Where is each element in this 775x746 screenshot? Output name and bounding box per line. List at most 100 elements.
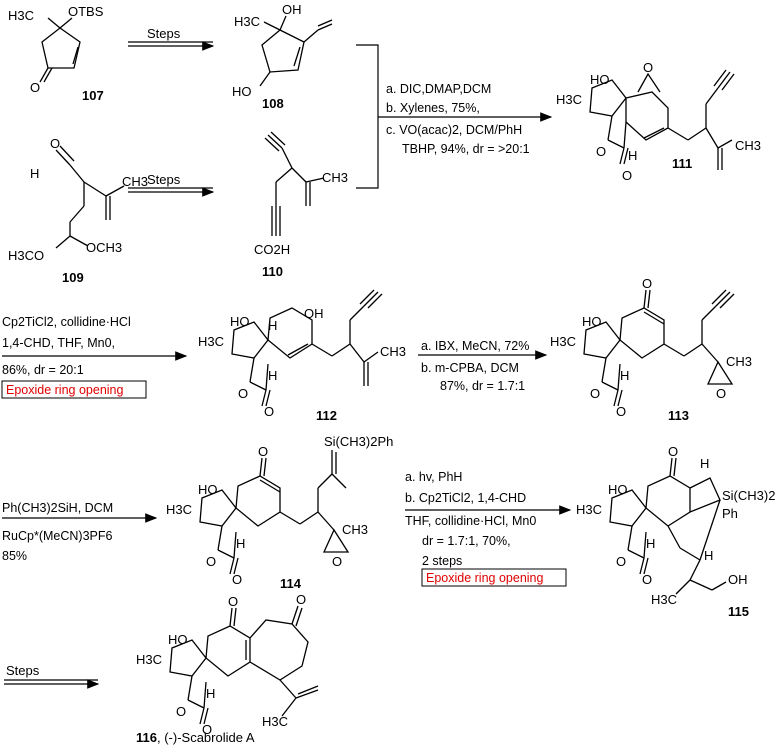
- silyl-label: Si(CH3)2: [722, 488, 775, 503]
- compound-number-107: 107: [82, 88, 104, 103]
- compound-number-108: 108: [262, 96, 284, 111]
- methyl-label-2: H3C: [651, 592, 677, 607]
- condition-line-5: 2 steps: [422, 554, 462, 568]
- methyl-label: H3C: [234, 14, 260, 29]
- silyl-label: Si(CH3)2Ph: [324, 434, 393, 449]
- lactone-oxygen-label: O: [176, 704, 186, 719]
- hydroxyl-label-2: OH: [304, 306, 324, 321]
- ketone-oxygen-label: O: [30, 80, 40, 95]
- condition-line-2: b. m-CPBA, DCM: [421, 361, 519, 375]
- condition-line-3: 85%: [2, 549, 27, 563]
- hydrogen-label-3: H: [704, 548, 713, 563]
- compound-number-113: 113: [668, 408, 689, 423]
- methyl-label: H3C: [8, 8, 34, 23]
- arrow-conditions-5: a. IBX, MeCN, 72% b. m-CPBA, DCM 87%, dr…: [418, 339, 548, 393]
- condition-line-3: 87%, dr = 1.7:1: [440, 379, 525, 393]
- condition-line-2: b. Xylenes, 75%,: [386, 101, 480, 115]
- arrow-label-steps-2: Steps: [147, 172, 181, 187]
- compound-109: O H CH3 H3CO OCH3 109: [8, 136, 148, 285]
- condition-line-2: b. Cp2TiCl2, 1,4-CHD: [405, 491, 526, 505]
- lactone-oxygen-label: O: [590, 386, 600, 401]
- methyl-label: H3C: [166, 502, 192, 517]
- condition-line-3: 86%, dr = 20:1: [2, 363, 84, 377]
- compound-113: HO H3C O H O O CH3 O 113: [550, 276, 752, 423]
- epoxide-oxygen-label: O: [643, 60, 653, 75]
- condition-line-2: 1,4-CHD, THF, Mn0,: [2, 336, 115, 350]
- arrow-label-steps-1: Steps: [147, 26, 181, 41]
- methyl-label-2: CH3: [735, 138, 761, 153]
- compound-number-115: 115: [728, 604, 749, 619]
- hydroxyl-label-2: HO: [232, 84, 252, 99]
- methyl-label-2: H3C: [262, 714, 288, 729]
- compound-114: HO H3C O H O O CH3 O Si(CH3)2Ph 114: [166, 434, 393, 591]
- hydroxyl-label: HO: [198, 482, 218, 497]
- epoxide-oxygen-label: O: [716, 386, 726, 401]
- condition-line-1: a. DIC,DMAP,DCM: [386, 82, 491, 96]
- lactone-oxygen-label: O: [206, 554, 216, 569]
- hydroxyl-label: HO: [608, 482, 628, 497]
- condition-line-1: a. hv, PhH: [405, 470, 462, 484]
- methyl-label: CH3: [322, 170, 348, 185]
- hydroxyl-label: HO: [582, 314, 602, 329]
- methyl-label-2: CH3: [380, 344, 406, 359]
- ketone-oxygen-label: O: [668, 444, 678, 459]
- hydroxyl-label: OH: [282, 2, 302, 17]
- condition-line-4: dr = 1.7:1, 70%,: [422, 534, 511, 548]
- ketone-oxygen-label: O: [642, 276, 652, 291]
- compound-110: CH3 CO2H 110: [254, 131, 348, 279]
- aldehyde-hydrogen-label: H: [30, 166, 39, 181]
- carbonyl-oxygen-label: O: [202, 722, 212, 737]
- condition-line-1: Cp2TiCl2, collidine·HCl: [2, 315, 131, 329]
- methyl-label: H3C: [556, 92, 582, 107]
- epoxide-oxygen-label: O: [332, 554, 342, 569]
- hydrogen-label: H: [628, 148, 637, 163]
- compound-number-110: 110: [262, 264, 283, 279]
- hydroxyl-label-2: OH: [728, 572, 748, 587]
- arrow-steps-1: Steps: [128, 26, 215, 51]
- lactone-oxygen-label: O: [238, 386, 248, 401]
- hydroxyl-label: HO: [590, 72, 610, 87]
- compound-112: HO OH H3C H H O O CH3 112: [198, 289, 406, 423]
- ketone-oxygen-label: O: [258, 444, 268, 459]
- hydrogen-label: H: [206, 686, 215, 701]
- methyl-label: H3C: [550, 334, 576, 349]
- svg-text:116, (-)-Scabrolide A: 116, (-)-Scabrolide A: [136, 730, 255, 745]
- methoxy-label-2: OCH3: [86, 240, 122, 255]
- hydrogen-label: H: [268, 318, 277, 333]
- hydrogen-label-2: H: [268, 368, 277, 383]
- condition-line-1: Ph(CH3)2SiH, DCM: [2, 501, 113, 515]
- methyl-label-2: CH3: [342, 522, 368, 537]
- compound-107: H3C OTBS O 107: [8, 4, 104, 103]
- carbonyl-oxygen-label: O: [622, 168, 632, 183]
- arrow-steps-8: Steps: [4, 663, 100, 689]
- carbonyl-oxygen-label: O: [642, 572, 652, 587]
- condition-line-4: TBHP, 94%, dr = >20:1: [402, 142, 530, 156]
- condition-line-3: c. VO(acac)2, DCM/PhH: [386, 123, 522, 137]
- lactone-oxygen-label: O: [596, 144, 606, 159]
- methoxy-label-1: H3CO: [8, 248, 44, 263]
- note-box: [1, 380, 147, 399]
- methyl-label: H3C: [136, 652, 162, 667]
- compound-108: H3C OH HO 108: [232, 2, 333, 111]
- aldehyde-oxygen-label: O: [50, 136, 60, 151]
- note-box: [421, 568, 567, 587]
- arrow-conditions-4: Cp2TiCl2, collidine·HCl 1,4-CHD, THF, Mn…: [1, 315, 188, 399]
- ketone-oxygen-label-2: O: [296, 592, 306, 607]
- compound-name-116: , (-)-Scabrolide A: [157, 730, 255, 745]
- carbonyl-oxygen-label: O: [232, 572, 242, 587]
- arrow-steps-2: Steps: [128, 172, 215, 197]
- hydrogen-label: H: [236, 536, 245, 551]
- methyl-label: CH3: [122, 174, 148, 189]
- compound-116: HO H3C O O H O O H3C 116, (-)-Scabrolide…: [136, 592, 319, 745]
- methyl-label: H3C: [198, 334, 224, 349]
- compound-number-116: 116: [136, 730, 157, 745]
- carbonyl-oxygen-label: O: [616, 404, 626, 419]
- arrow-label-steps-8: Steps: [6, 663, 40, 678]
- hydrogen-label: H: [620, 368, 629, 383]
- hydrogen-label: H: [700, 456, 709, 471]
- ketone-oxygen-label: O: [228, 594, 238, 609]
- condition-line-1: a. IBX, MeCN, 72%: [421, 339, 529, 353]
- methyl-label-2: CH3: [726, 354, 752, 369]
- compound-number-114: 114: [280, 576, 302, 591]
- methyl-label: H3C: [576, 502, 602, 517]
